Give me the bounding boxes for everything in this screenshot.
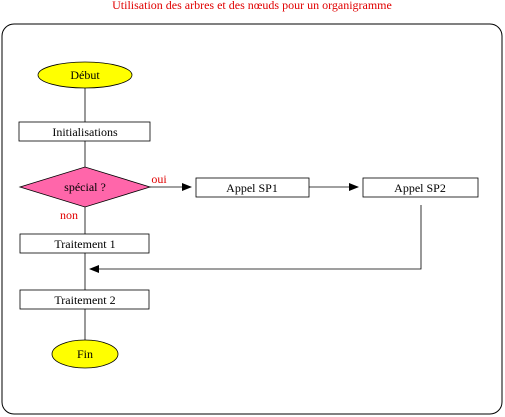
node-appel-sp2-label: Appel SP2 (394, 181, 446, 195)
edge-label-oui: oui (151, 172, 167, 186)
node-debut-label: Début (70, 68, 100, 82)
node-special-label: spécial ? (64, 180, 106, 194)
node-appel-sp1-label: Appel SP1 (226, 181, 278, 195)
node-fin-label: Fin (77, 347, 93, 361)
node-initialisations: Initialisations (18, 121, 151, 142)
arrow-sp2-return (89, 205, 422, 273)
node-fin: Fin (51, 339, 119, 369)
node-traitement2: Traitement 2 (19, 289, 150, 310)
node-traitement1-label: Traitement 1 (54, 237, 115, 251)
node-appel-sp1: Appel SP1 (195, 177, 310, 198)
node-debut: Début (37, 61, 133, 89)
edge-label-non: non (60, 208, 78, 222)
node-special: spécial ? (18, 166, 152, 208)
node-initialisations-label: Initialisations (52, 125, 118, 139)
node-traitement1: Traitement 1 (19, 233, 150, 254)
diagram-title: Utilisation des arbres et des nœuds pour… (112, 0, 392, 12)
node-appel-sp2: Appel SP2 (362, 177, 479, 198)
diagram-frame (1, 23, 503, 415)
node-traitement2-label: Traitement 2 (54, 293, 115, 307)
